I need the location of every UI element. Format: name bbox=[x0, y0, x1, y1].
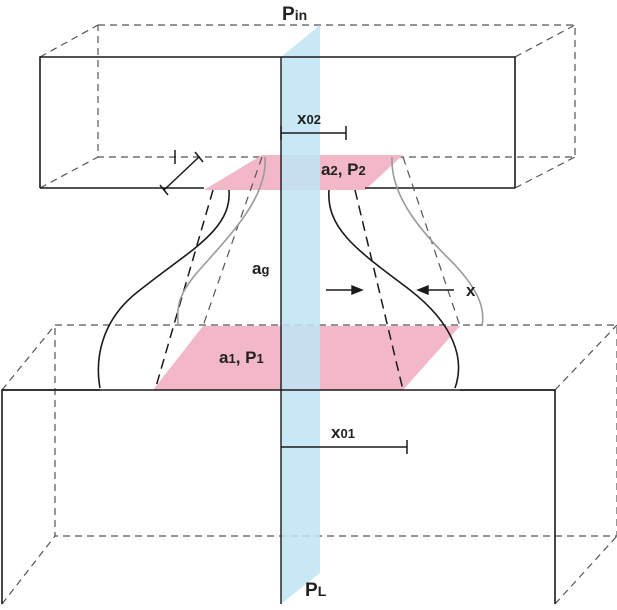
left-profile-curve bbox=[97, 189, 230, 389]
left-gray-curve bbox=[177, 156, 266, 327]
lower-box-front-edges bbox=[1, 389, 556, 604]
x-arrows bbox=[326, 284, 454, 296]
vertical-plane bbox=[281, 25, 320, 604]
x01-dimension bbox=[281, 440, 408, 454]
x02-dimension bbox=[280, 126, 347, 140]
upper-box-back-edges bbox=[39, 24, 576, 189]
right-gray-curve bbox=[391, 156, 484, 327]
label-p-l: PL bbox=[305, 580, 327, 601]
label-x: x bbox=[466, 281, 476, 300]
label-x02: x02 bbox=[297, 109, 321, 128]
thickness-dimension bbox=[159, 150, 204, 196]
label-ag: ag bbox=[252, 259, 269, 278]
label-x01: x01 bbox=[331, 423, 355, 442]
lower-box-back-edges bbox=[1, 324, 617, 605]
right-profile-curve bbox=[328, 189, 460, 389]
label-a1-p1: a1, P1 bbox=[219, 348, 264, 367]
label-a2-p2: a2, P2 bbox=[321, 160, 366, 179]
label-p-in: Pin bbox=[282, 4, 307, 25]
upper-box-front-edges bbox=[39, 56, 516, 189]
